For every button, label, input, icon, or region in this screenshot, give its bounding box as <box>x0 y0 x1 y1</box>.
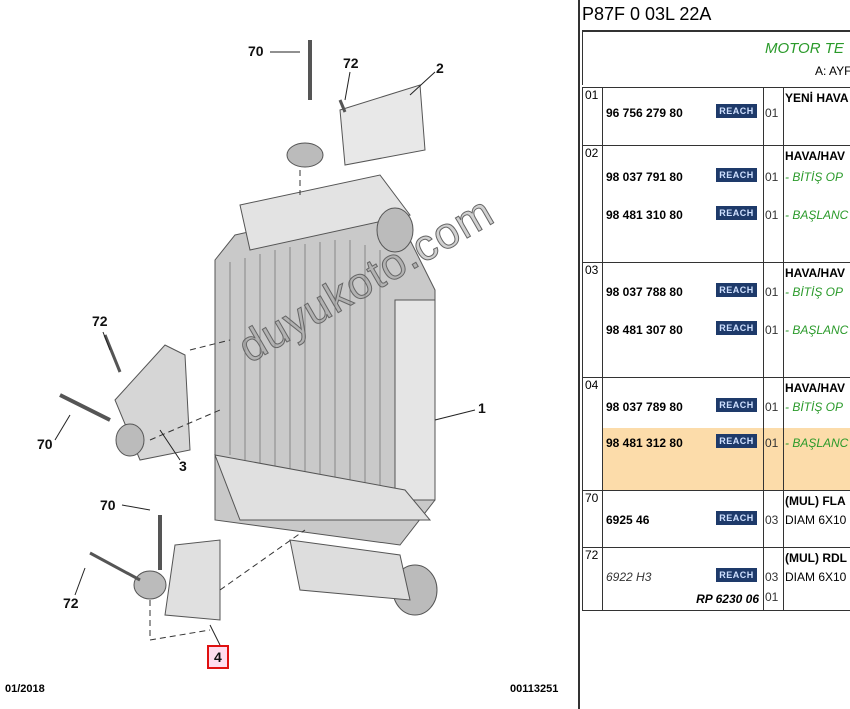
part-number[interactable]: 6922 H3 <box>606 570 652 584</box>
diagram-ref: 00113251 <box>510 683 559 695</box>
part-number[interactable]: 96 756 279 80 <box>606 106 683 120</box>
reach-badge: REACH <box>716 168 757 182</box>
quantity: 01 <box>765 106 779 120</box>
part-number[interactable]: 98 481 307 80 <box>606 323 683 337</box>
part-number[interactable]: 98 481 312 80 <box>606 436 683 450</box>
callout-72[interactable]: 72 <box>343 55 359 71</box>
item-title: (MUL) RDL <box>785 551 847 565</box>
part-number[interactable]: 6925 46 <box>606 513 650 527</box>
quantity: 03 <box>765 570 779 584</box>
item-index: 72 <box>583 548 603 611</box>
table-bottom-border <box>582 610 850 611</box>
quantity: 01 <box>765 436 779 450</box>
part-description: - BİTİŞ OP <box>785 170 844 184</box>
quantity: 01 <box>765 323 779 337</box>
quantity: 01 <box>765 400 779 414</box>
catalog-code: P87F 0 03L 22A <box>582 4 712 24</box>
callout-3[interactable]: 3 <box>179 458 187 474</box>
part-description: DIAM 6X10 <box>785 570 847 584</box>
callout-70[interactable]: 70 <box>248 43 264 59</box>
callout-72[interactable]: 72 <box>92 313 108 329</box>
part-description: YENİ HAVA <box>785 91 849 105</box>
part-number[interactable]: 98 037 789 80 <box>606 400 683 414</box>
item-index: 02 <box>583 146 603 263</box>
part-description: - BAŞLANC <box>785 436 849 450</box>
callout-4-selected[interactable]: 4 <box>207 645 229 669</box>
callout-2[interactable]: 2 <box>436 60 444 76</box>
quantity: 01 <box>765 170 779 184</box>
reach-badge: REACH <box>716 321 757 335</box>
part-number[interactable]: 98 481 310 80 <box>606 208 683 222</box>
quantity: 01 <box>765 208 779 222</box>
callout-70[interactable]: 70 <box>100 497 116 513</box>
part-number[interactable]: 98 037 788 80 <box>606 285 683 299</box>
item-index: 04 <box>583 378 603 491</box>
reach-badge: REACH <box>716 206 757 220</box>
part-description: - BİTİŞ OP <box>785 400 844 414</box>
quantity: 03 <box>765 513 779 527</box>
reach-badge: REACH <box>716 568 757 582</box>
part-description: - BAŞLANC <box>785 323 849 337</box>
header-title: MOTOR TE <box>765 40 844 57</box>
parts-diagram: 70 72 2 72 70 3 1 70 72 4 01/2018 001132… <box>5 40 559 695</box>
item-title: HAVA/HAV <box>785 266 845 280</box>
diagram-date: 01/2018 <box>5 683 45 695</box>
callout-1[interactable]: 1 <box>478 400 486 416</box>
item-index: 03 <box>583 263 603 378</box>
intercooler-illustration <box>54 40 476 646</box>
reach-badge: REACH <box>716 283 757 297</box>
table-header: MOTOR TE A: AYF <box>582 30 850 85</box>
quantity: 01 <box>765 285 779 299</box>
item-title: HAVA/HAV <box>785 149 845 163</box>
reach-badge: REACH <box>716 511 757 525</box>
item-title: (MUL) FLA <box>785 494 846 508</box>
header-subtitle: A: AYF <box>815 64 850 78</box>
part-description: - BAŞLANC <box>785 208 849 222</box>
part-description: - BİTİŞ OP <box>785 285 844 299</box>
item-title: HAVA/HAV <box>785 381 845 395</box>
callout-72[interactable]: 72 <box>63 595 79 611</box>
reach-badge: REACH <box>716 104 757 118</box>
reach-badge: REACH <box>716 434 757 448</box>
item-index: 70 <box>583 491 603 548</box>
reach-badge: REACH <box>716 398 757 412</box>
item-index: 01 <box>583 88 603 146</box>
callout-70[interactable]: 70 <box>37 436 53 452</box>
part-number[interactable]: 98 037 791 80 <box>606 170 683 184</box>
rp-number: RP 6230 06 <box>696 592 759 606</box>
rp-quantity: 01 <box>765 590 779 604</box>
part-description: DIAM 6X10 <box>785 513 847 527</box>
